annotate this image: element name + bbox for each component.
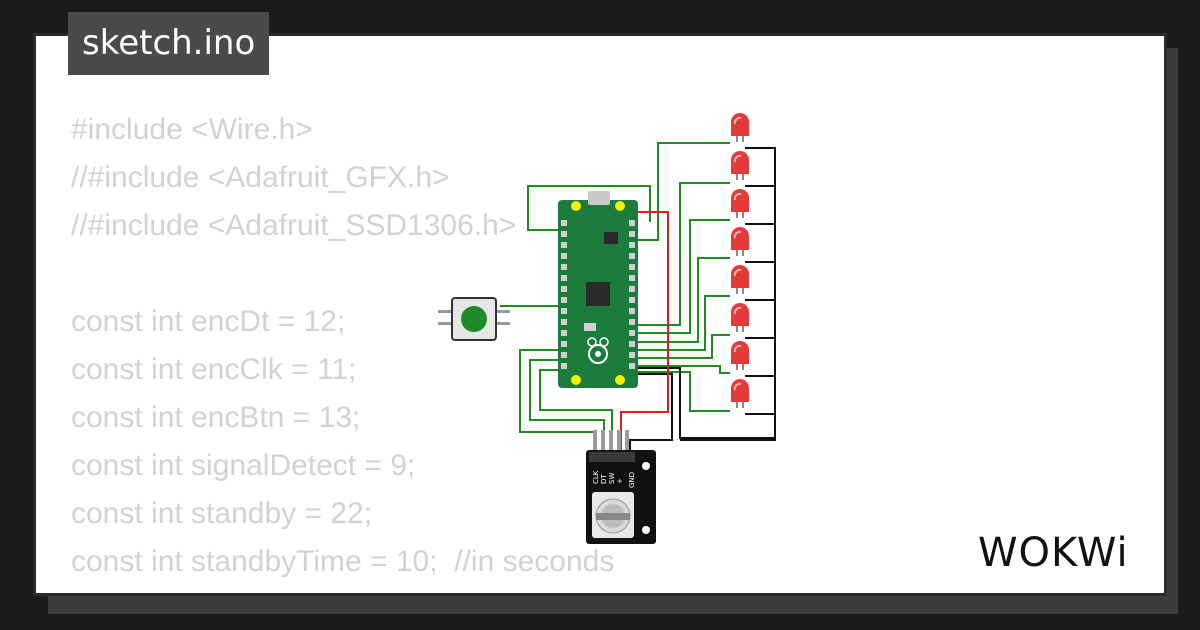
- rp2040-chip: [586, 282, 610, 306]
- file-tab: sketch.ino: [68, 12, 270, 75]
- pin-header-left: [561, 220, 567, 369]
- mount-hole: [615, 201, 625, 211]
- led: [731, 341, 749, 370]
- code-preview: #include <Wire.h> //#include <Adafruit_GF…: [71, 106, 615, 593]
- led: [731, 151, 749, 180]
- encoder-pin-label: GND: [628, 472, 636, 488]
- led: [731, 265, 749, 294]
- ground-wires: [629, 147, 776, 450]
- code-line: const int encBtn = 13;: [71, 401, 361, 434]
- pico-board: [558, 191, 638, 388]
- encoder-pin-label: CLK: [592, 470, 600, 484]
- code-line: const int encDt = 12;: [71, 305, 346, 338]
- wokwi-logo: WOKWi: [978, 530, 1129, 576]
- code-line: //#include <Adafruit_GFX.h>: [71, 161, 450, 194]
- usb-port: [588, 191, 610, 205]
- encoder-pin-label: SW: [608, 473, 616, 484]
- push-button: [438, 297, 510, 341]
- led: [731, 303, 749, 332]
- code-line: #include <Wire.h>: [71, 113, 313, 146]
- raspberry-pi-icon: [587, 337, 609, 364]
- code-line: //#include <Adafruit_SSD1306.h>: [71, 209, 517, 242]
- mount-hole: [615, 375, 625, 385]
- code-line: const int encClk = 11;: [71, 353, 357, 386]
- code-line: const int standbyTime = 10; //in seconds: [71, 545, 615, 578]
- rotary-encoder: CLK DT SW + GND: [586, 430, 656, 544]
- mount-hole: [571, 201, 581, 211]
- code-line: const int standby = 22;: [71, 497, 373, 530]
- logo-text: WOKWi: [978, 530, 1129, 576]
- encoder-pin-label: +: [616, 478, 624, 484]
- mount-hole: [571, 375, 581, 385]
- led-column: [731, 113, 749, 408]
- led: [731, 227, 749, 256]
- led: [731, 189, 749, 218]
- power-wire: [620, 211, 669, 450]
- led: [731, 379, 749, 408]
- pin-header-right: [629, 220, 635, 369]
- encoder-pin-label: DT: [600, 474, 608, 484]
- code-line: const int signalDetect = 9;: [71, 449, 416, 482]
- led: [731, 113, 749, 142]
